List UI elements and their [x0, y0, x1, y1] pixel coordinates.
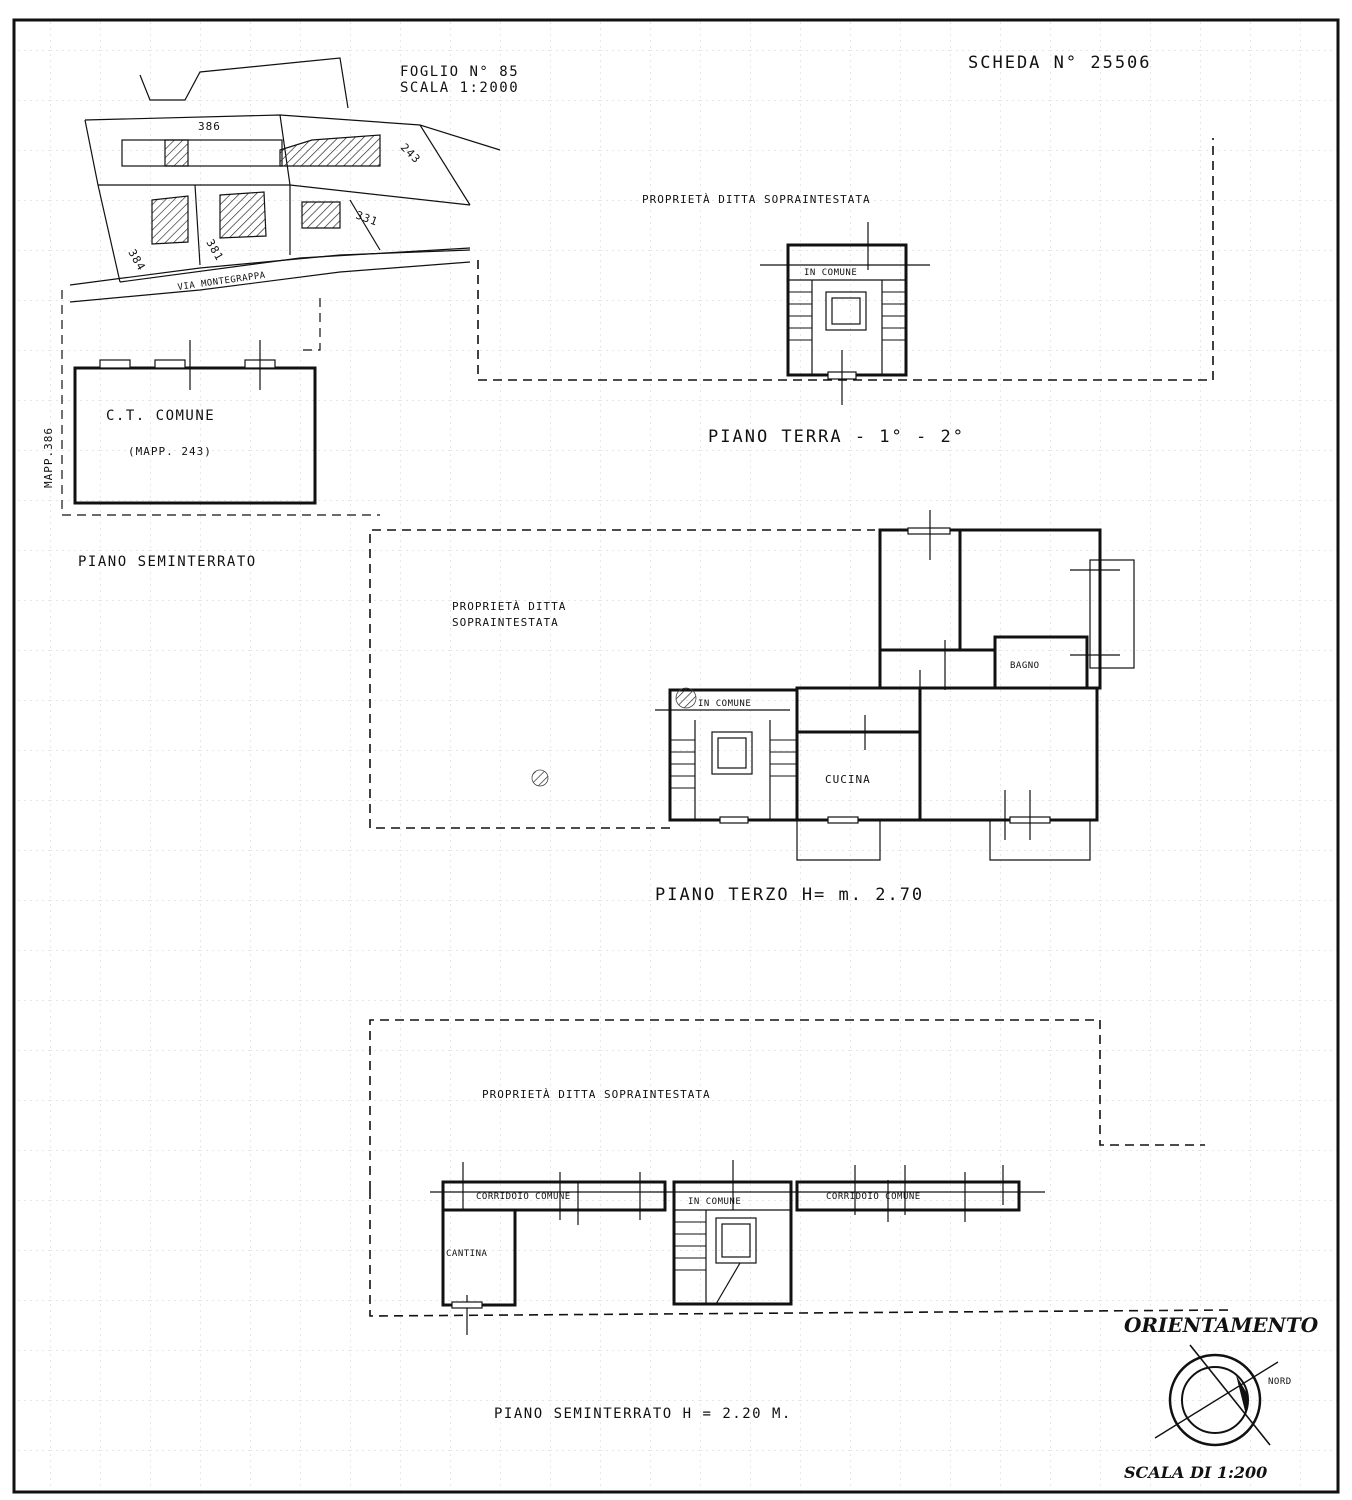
piano-terzo-property-label-2: SOPRAINTESTATA [452, 616, 559, 629]
seminterrato-small-plan: C.T. COMUNE (MAPP. 243) MAPP.386 PIANO S… [42, 290, 380, 570]
orientamento-title: ORIENTAMENTO [1124, 1313, 1319, 1337]
cucina-label: CUCINA [825, 773, 871, 786]
corridoio-comune-right-label: CORRIDOIO COMUNE [826, 1192, 921, 1202]
scala-mappa-label: SCALA 1:2000 [400, 80, 519, 96]
ct-comune-label: C.T. COMUNE [106, 408, 215, 424]
scheda-label: SCHEDA N° 25506 [968, 53, 1152, 73]
piano-terzo-stair-label: IN COMUNE [698, 699, 751, 709]
bagno-label: BAGNO [1010, 661, 1040, 671]
piano-seminterrato-plan: PROPRIETÀ DITTA SOPRAINTESTATA CORRIDOIO… [369, 1019, 1231, 1422]
scale-label: SCALA DI 1:200 [1124, 1463, 1267, 1482]
parcel-386-label: 386 [198, 120, 221, 133]
north-arrow-icon [1154, 1344, 1279, 1447]
piano-terra-stair-label: IN COMUNE [804, 268, 857, 278]
cantina-label: CANTINA [446, 1249, 488, 1259]
piano-terzo-property-label-1: PROPRIETÀ DITTA [452, 600, 566, 613]
piano-seminterrato-small-title: PIANO SEMINTERRATO [78, 554, 257, 570]
piano-seminterrato-title: PIANO SEMINTERRATO H = 2.20 M. [494, 1406, 792, 1422]
foglio-label: FOGLIO N° 85 [400, 64, 519, 80]
mapp-243-note: (MAPP. 243) [128, 445, 212, 458]
nord-label: NORD [1268, 1377, 1292, 1387]
piano-terra-property-label: PROPRIETÀ DITTA SOPRAINTESTATA [642, 193, 871, 206]
in-comune-stair-label: IN COMUNE [688, 1197, 741, 1207]
mapp-386-side-label: MAPP.386 [42, 427, 55, 488]
orientation-block: ORIENTAMENTO NORD SCALA DI 1:200 [1124, 1313, 1319, 1482]
piano-terzo-plan: PROPRIETÀ DITTA SOPRAINTESTATA IN COMUNE… [369, 510, 1135, 905]
piano-terra-title: PIANO TERRA - 1° - 2° [708, 427, 965, 447]
piano-terra-plan: PROPRIETÀ DITTA SOPRAINTESTATA IN COMUNE… [477, 138, 1214, 447]
piano-seminterrato-property-label: PROPRIETÀ DITTA SOPRAINTESTATA [482, 1088, 711, 1101]
site-map: 386 243 331 384 381 VIA MONTEGRAPPA [69, 57, 501, 303]
corridoio-comune-left-label: CORRIDOIO COMUNE [476, 1192, 571, 1202]
sheet-frame [12, 18, 1340, 1494]
piano-terzo-title: PIANO TERZO H= m. 2.70 [655, 885, 924, 905]
